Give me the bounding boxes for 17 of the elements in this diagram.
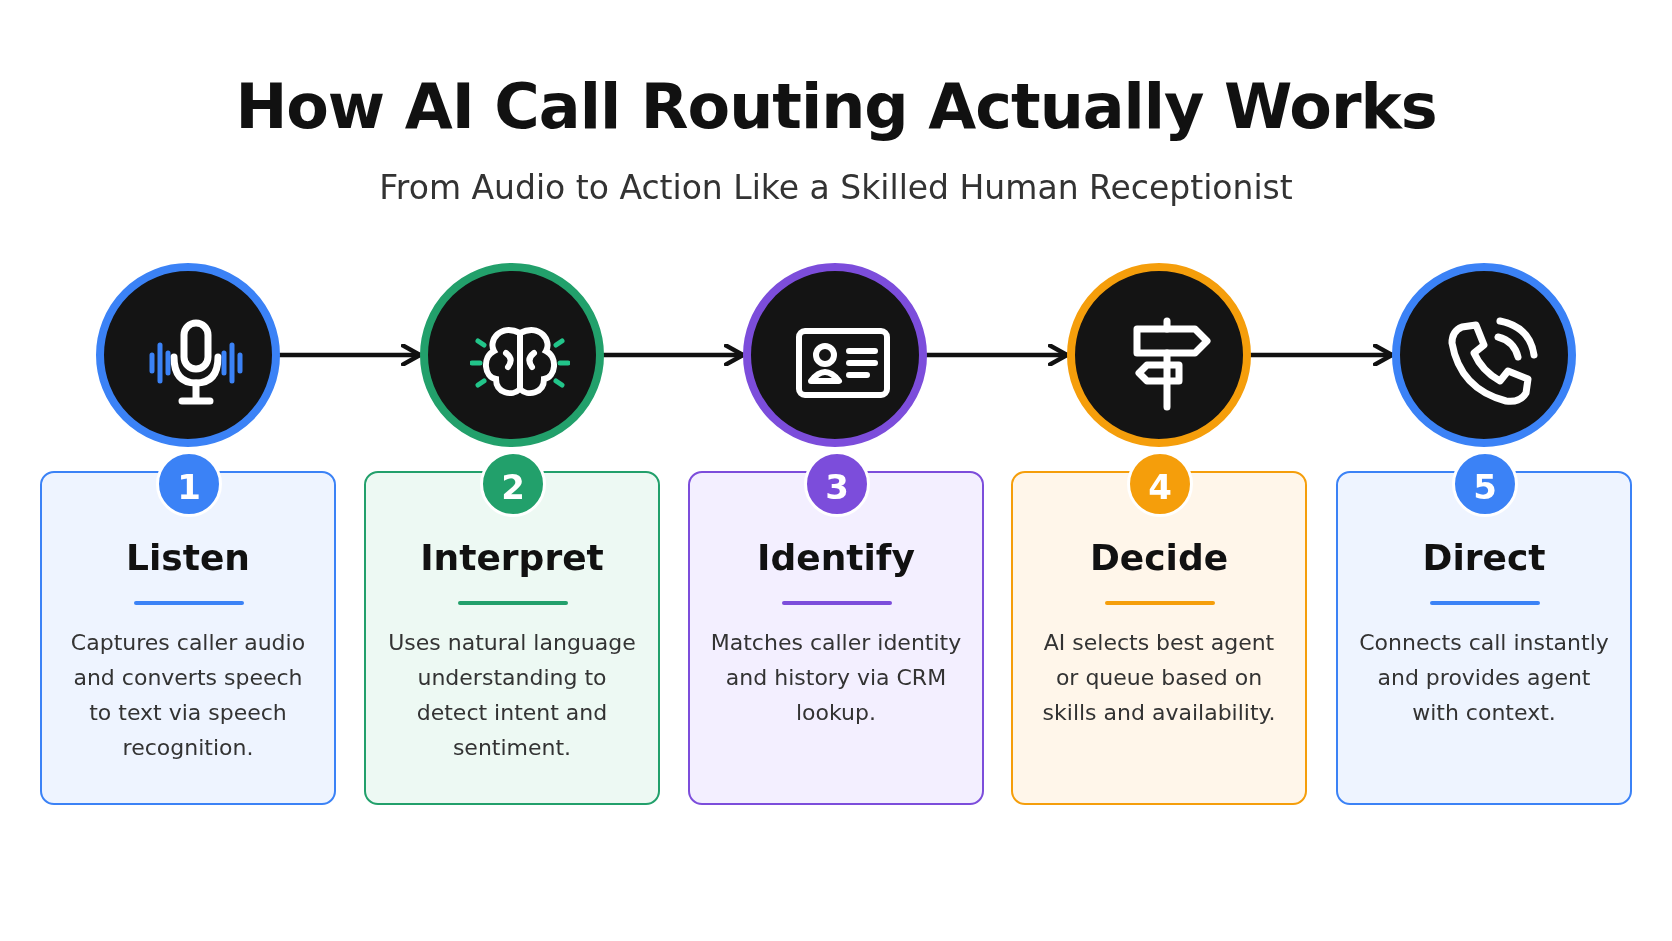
step-number: 4	[1127, 451, 1193, 517]
step-title: Listen	[125, 537, 251, 578]
step-description: Matches caller identity and history via CRM lookup.	[709, 629, 963, 727]
step-description: Connects call instantly and provides agent with context.	[1358, 629, 1610, 727]
step-number: 1	[156, 451, 222, 517]
step-number: 5	[1452, 451, 1518, 517]
step-number: 3	[804, 451, 870, 517]
step-title: Decide	[1088, 537, 1230, 578]
step-description: Uses natural language understanding to detect intent and sentiment.	[387, 629, 637, 762]
step-description: Captures caller audio and converts speech to text via speech recognition.	[69, 629, 307, 762]
diagram-title: How AI Call Routing Actually Works	[234, 70, 1438, 143]
step-title: Identify	[756, 537, 916, 578]
step-title: Direct	[1421, 537, 1547, 578]
step-description: AI selects best agent or queue based on skills and availability.	[1041, 629, 1277, 727]
step-title: Interpret	[419, 537, 605, 578]
subtitle: From Audio to Action Like a Skilled Human Receptionist	[378, 168, 1294, 207]
step-number: 2	[480, 451, 546, 517]
